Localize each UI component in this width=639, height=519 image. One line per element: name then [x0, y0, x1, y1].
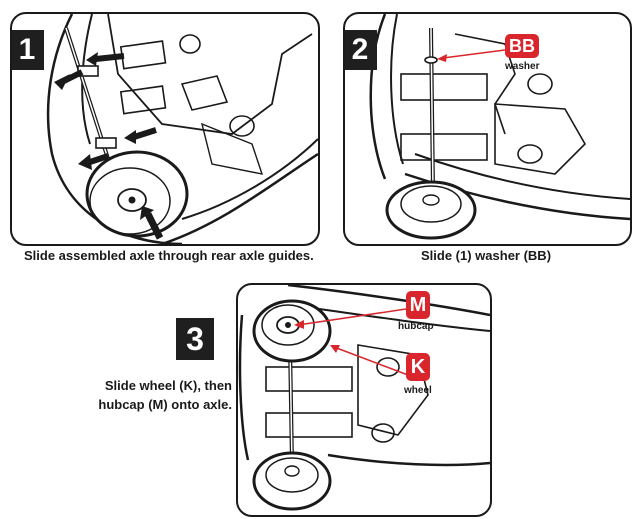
step-3-caption: Slide wheel (K), then hubcap (M) onto ax…: [52, 376, 232, 414]
step-3-panel: M hubcap K wheel: [236, 283, 492, 517]
step-3-caption-line-2: hubcap (M) onto axle.: [98, 397, 232, 412]
step-3-caption-line-1: Slide wheel (K), then: [104, 378, 232, 393]
part-code-badge-m: M: [406, 291, 430, 319]
part-name-label-hubcap: hubcap: [398, 321, 434, 332]
step-3-illustration: [238, 285, 490, 511]
step-number-badge: 2: [345, 30, 377, 70]
step-1-illustration: [46, 14, 318, 244]
part-code-badge-k: K: [406, 353, 430, 381]
step-number-badge: 3: [176, 318, 214, 360]
step-1-caption: Slide assembled axle through rear axle g…: [24, 248, 314, 263]
part-code-badge: BB: [505, 34, 539, 58]
part-name-label-wheel: wheel: [404, 385, 432, 396]
part-name-label: washer: [505, 61, 540, 72]
step-2-panel: 2 BB washer: [343, 12, 632, 246]
step-number-badge: 1: [12, 30, 44, 70]
step-2-caption: Slide (1) washer (BB): [421, 248, 552, 263]
step-1-panel: 1: [10, 12, 320, 246]
step-2-illustration: [369, 14, 630, 240]
